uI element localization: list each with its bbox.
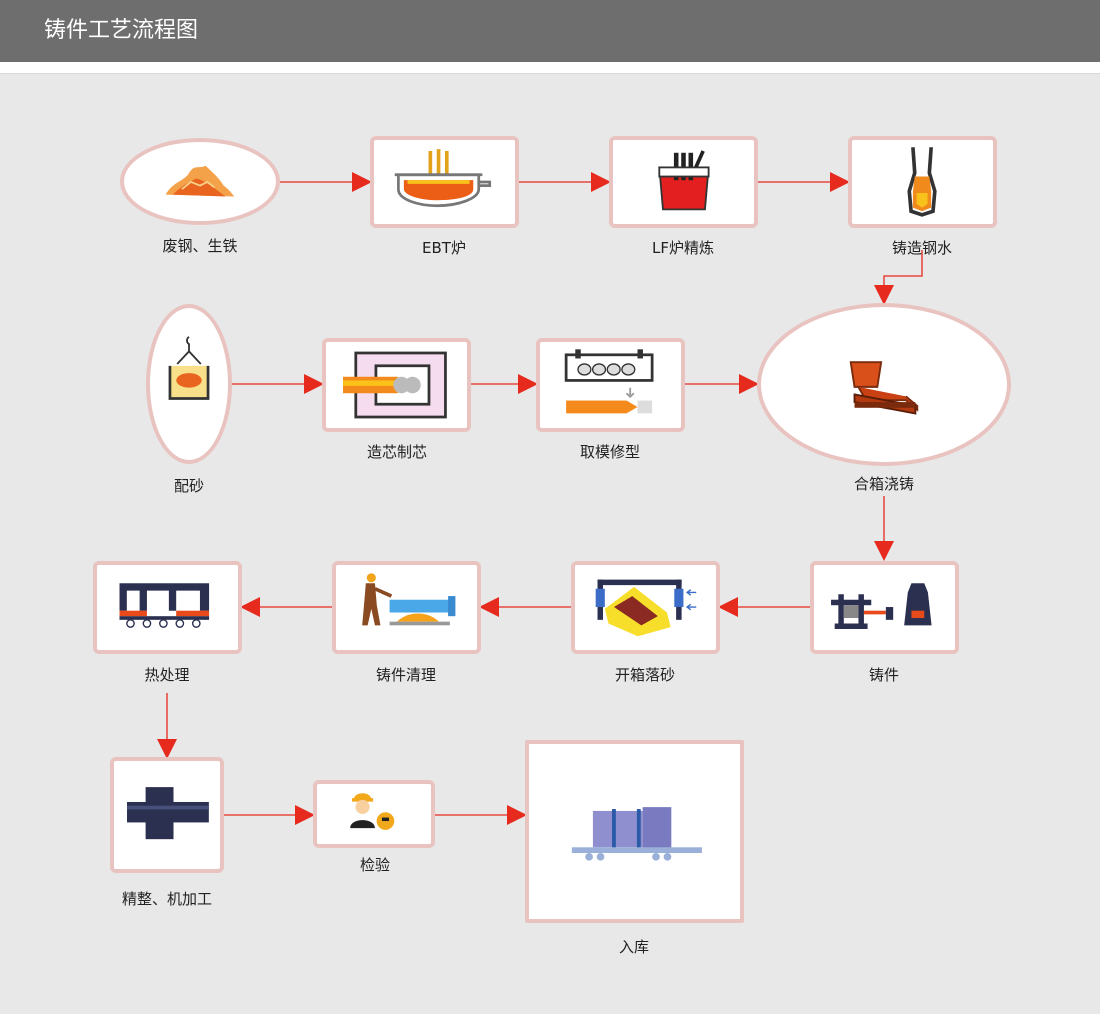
step-pour — [848, 136, 997, 228]
sand-bucket-icon — [168, 336, 210, 400]
label-cast: 合箱浇铸 — [853, 475, 915, 493]
page-title: 铸件工艺流程图 — [44, 18, 199, 43]
label-machine: 精整、机加工 — [121, 890, 213, 908]
step-clean — [332, 561, 481, 654]
warehouse-pipe-icon — [571, 807, 702, 861]
label-shakeout: 开箱落砂 — [614, 666, 676, 684]
label-heat: 热处理 — [144, 666, 190, 684]
label-core: 造芯制芯 — [366, 443, 428, 461]
scrap-pile-icon — [165, 165, 235, 197]
label-clean: 铸件清理 — [375, 666, 437, 684]
header-divider — [0, 62, 1100, 74]
step-sand — [146, 304, 232, 464]
label-sand: 配砂 — [173, 477, 205, 495]
step-casting — [810, 561, 959, 654]
step-ebt — [370, 136, 519, 228]
machined-part-icon — [127, 787, 209, 840]
step-lf — [609, 136, 758, 228]
page-header: 铸件工艺流程图 — [0, 0, 1100, 62]
step-cast — [757, 303, 1011, 466]
label-casting: 铸件 — [868, 666, 900, 684]
label-lf: LF炉精炼 — [652, 239, 714, 257]
ebt-furnace-icon — [394, 149, 492, 208]
mold-trimming-icon — [564, 349, 654, 414]
label-store: 入库 — [618, 938, 650, 956]
step-machine — [110, 757, 224, 873]
worker-cleaning-icon — [362, 573, 456, 626]
step-scrap — [120, 138, 280, 225]
label-scrap: 废钢、生铁 — [162, 237, 238, 255]
inspector-icon — [350, 793, 395, 830]
step-store — [525, 740, 744, 923]
label-ebt: EBT炉 — [422, 239, 466, 257]
step-inspect — [313, 780, 435, 848]
core-making-icon — [342, 351, 447, 419]
ladle-refining-icon — [658, 150, 710, 211]
label-inspect: 检验 — [359, 856, 391, 874]
label-mold: 取模修型 — [579, 443, 641, 461]
heat-treatment-icon — [119, 583, 210, 628]
ladle-casting-icon — [849, 361, 919, 415]
step-shakeout — [571, 561, 720, 654]
step-mold — [536, 338, 685, 432]
step-core — [322, 338, 471, 432]
molten-steel-icon — [907, 147, 937, 217]
label-pour: 铸造钢水 — [891, 239, 953, 257]
shakeout-icon — [595, 579, 697, 637]
step-heat — [93, 561, 242, 654]
casting-press-icon — [831, 583, 932, 629]
